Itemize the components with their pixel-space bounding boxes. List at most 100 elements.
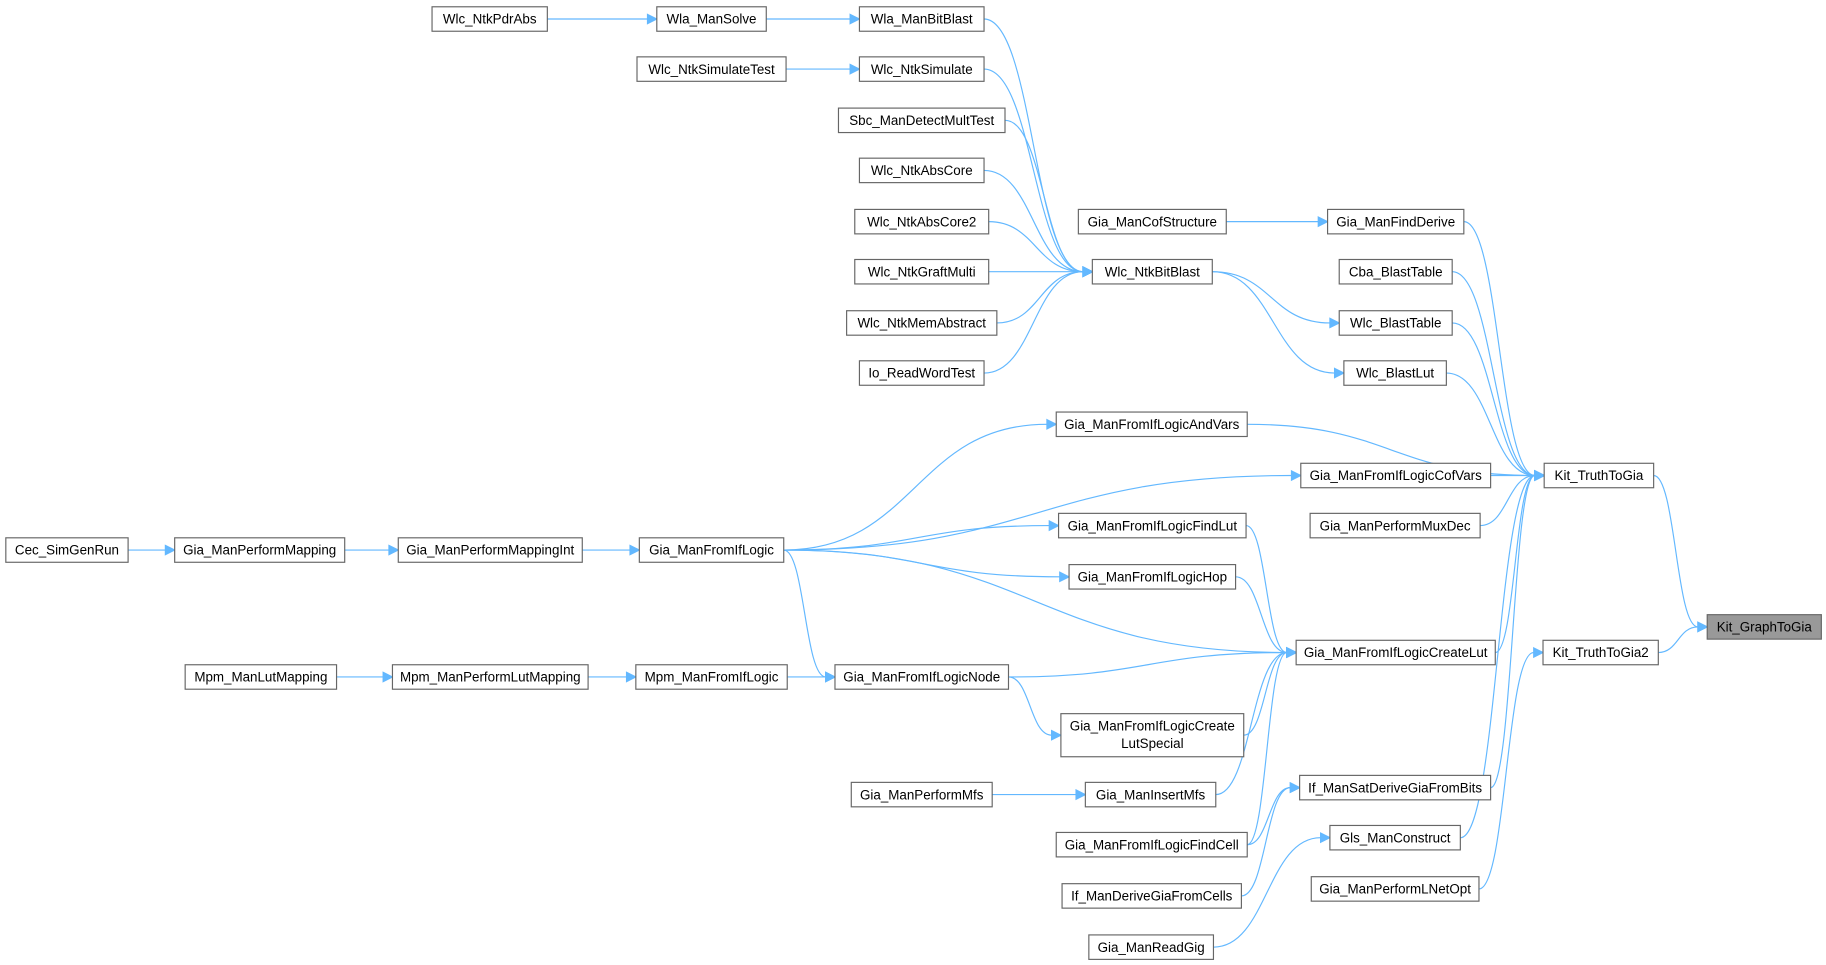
node-label: Gia_ManPerformLNetOpt (1319, 882, 1471, 897)
node-label: Kit_TruthToGia (1555, 468, 1644, 483)
node-kit-truthtogia[interactable]: Kit_TruthToGia (1543, 462, 1655, 489)
node-kit-graphtogia[interactable]: Kit_GraphToGia (1706, 614, 1822, 640)
node-box (1542, 639, 1659, 666)
edge-wlc-ntkabscore2-to-wlc-ntkbitblast (988, 221, 1094, 278)
edge-line (1463, 221, 1535, 477)
node-gia-manreadgig[interactable]: Gia_ManReadGig (1088, 934, 1215, 960)
node-gia-manfromiflogiccreatelut[interactable]: Gia_ManFromIfLogicCreateLut (1295, 639, 1496, 666)
node-gls-manconstruct[interactable]: Gls_ManConstruct (1329, 824, 1461, 851)
node-gia-manperformmuxdec[interactable]: Gia_ManPerformMuxDec (1309, 512, 1481, 539)
edge-line (984, 169, 1084, 273)
edge-mpm-manfromiflogic-to-gia-manfromiflogicnode (787, 671, 837, 683)
node-box (1091, 258, 1213, 285)
node-wlc-ntksimulate[interactable]: Wlc_NtkSimulate (858, 56, 985, 82)
node-gia-manperformmappingint[interactable]: Gia_ManPerformMappingInt (397, 537, 583, 563)
node-gia-mancofstructure[interactable]: Gia_ManCofStructure (1077, 208, 1227, 235)
edge-line (1446, 372, 1535, 477)
node-if-mansatderivegiafrombits[interactable]: If_ManSatDeriveGiaFromBits (1299, 774, 1492, 801)
edge-cba-blasttable-to-kit-truthtogia (1452, 271, 1546, 482)
edge-line (1212, 271, 1330, 324)
edge-gia-manperformmapping-to-gia-manperformmappingint (344, 544, 400, 556)
node-gia-manfromiflogicnode[interactable]: Gia_ManFromIfLogicNode (834, 664, 1010, 690)
node-io-readwordtest[interactable]: Io_ReadWordTest (858, 360, 985, 386)
node-label: Cba_BlastTable (1349, 264, 1443, 279)
node-label: Wlc_NtkGraftMulti (868, 264, 976, 279)
node-box (858, 6, 985, 32)
arrowhead-icon (1533, 646, 1545, 659)
node-kit-truthtogia2[interactable]: Kit_TruthToGia2 (1542, 639, 1659, 666)
node-wlc-ntkgraftmulti[interactable]: Wlc_NtkGraftMulti (854, 258, 990, 285)
node-box (1057, 512, 1247, 539)
node-wlc-ntkpdrabs[interactable]: Wlc_NtkPdrAbs (431, 6, 548, 32)
node-box (837, 107, 1006, 134)
node-label: Mpm_ManPerformLutMapping (400, 670, 581, 685)
node-mpm-manlutmapping[interactable]: Mpm_ManLutMapping (184, 664, 338, 690)
node-mpm-manfromiflogic[interactable]: Mpm_ManFromIfLogic (635, 664, 788, 690)
edge-line (1245, 525, 1288, 654)
node-box (1310, 876, 1480, 902)
node-wlc-ntkbitblast[interactable]: Wlc_NtkBitBlast (1091, 258, 1213, 285)
node-label: Wlc_BlastTable (1350, 316, 1441, 331)
edge-line (1246, 651, 1288, 846)
node-label: Gls_ManConstruct (1340, 830, 1451, 845)
node-mpm-manperformlutmapping[interactable]: Mpm_ManPerformLutMapping (391, 664, 589, 690)
arrowhead-icon (1290, 469, 1303, 482)
node-box (656, 6, 767, 32)
arrowhead-icon (1286, 646, 1298, 659)
node-gia-maninsertmfs[interactable]: Gia_ManInsertMfs (1084, 781, 1217, 808)
node-cba-blasttable[interactable]: Cba_BlastTable (1338, 258, 1453, 285)
edge-line (1243, 651, 1287, 736)
node-wlc-ntkabscore[interactable]: Wlc_NtkAbsCore (858, 157, 985, 184)
node-label: Wlc_NtkAbsCore2 (867, 214, 976, 229)
node-label: Gia_ManReadGig (1098, 940, 1205, 955)
node-gia-manfromiflogicandvars[interactable]: Gia_ManFromIfLogicAndVars (1055, 411, 1248, 438)
node-cec-simgenrun[interactable]: Cec_SimGenRun (5, 537, 129, 563)
node-label: Gia_ManFromIfLogic (649, 543, 774, 558)
node-wlc-ntksimulatetest[interactable]: Wlc_NtkSimulateTest (636, 56, 787, 82)
edge-line (1658, 626, 1698, 654)
arrowhead-icon (1046, 418, 1058, 430)
node-gia-manfindderive[interactable]: Gia_ManFindDerive (1326, 208, 1465, 235)
node-gia-manfromiflogic[interactable]: Gia_ManFromIfLogic (638, 537, 785, 563)
node-box (854, 258, 990, 285)
node-wlc-blastlut[interactable]: Wlc_BlastLut (1343, 360, 1447, 386)
edge-line (1490, 474, 1536, 789)
node-gia-manperformmapping[interactable]: Gia_ManPerformMapping (174, 537, 346, 563)
node-label-cont: LutSpecial (1121, 736, 1183, 751)
node-label: Gia_ManFromIfLogicCreateLut (1304, 645, 1488, 660)
node-box (391, 664, 589, 690)
node-if-manderivegiafromcells[interactable]: If_ManDeriveGiaFromCells (1061, 883, 1242, 909)
node-gia-manfromiflogiccofvars[interactable]: Gia_ManFromIfLogicCofVars (1300, 462, 1492, 489)
arrowhead-icon (1048, 519, 1060, 532)
edge-gia-manperformlnetopt-to-kit-truthtogia2 (1478, 646, 1545, 890)
node-sbc-mandetectmulttest[interactable]: Sbc_ManDetectMultTest (837, 107, 1006, 134)
node-gia-manfromiflogichop[interactable]: Gia_ManFromIfLogicHop (1068, 564, 1237, 590)
node-gia-manperformmfs[interactable]: Gia_ManPerformMfs (850, 781, 993, 808)
edge-gia-manperformmfs-to-gia-maninsertmfs (992, 788, 1087, 801)
edge-line (783, 549, 826, 678)
node-wlc-ntkmemabstract[interactable]: Wlc_NtkMemAbstract (846, 310, 998, 336)
arrowhead-icon (1317, 216, 1329, 228)
edge-gia-manfromiflogicfindcell-to-if-mansatderivegiafrombits (1247, 782, 1301, 846)
node-wla-manbitblast[interactable]: Wla_ManBitBlast (858, 6, 985, 32)
node-gia-manfromiflogicfindlut[interactable]: Gia_ManFromIfLogicFindLut (1057, 512, 1247, 539)
node-box (1084, 781, 1217, 808)
node-wlc-ntkabscore2[interactable]: Wlc_NtkAbsCore2 (854, 208, 990, 235)
edge-line (783, 549, 1287, 654)
node-wla-mansolve[interactable]: Wla_ManSolve (656, 6, 767, 32)
node-box (834, 664, 1010, 690)
edge-line (1241, 787, 1291, 897)
edge-line (1215, 651, 1287, 796)
node-label: Wlc_NtkSimulate (871, 62, 973, 77)
node-gia-manfromiflogicfindcell[interactable]: Gia_ManFromIfLogicFindCell (1055, 831, 1248, 858)
node-label: Gia_ManInsertMfs (1096, 787, 1206, 802)
edge-gia-manreadgig-to-gls-manconstruct (1213, 832, 1332, 948)
edge-line (1235, 576, 1287, 654)
node-gia-manperformlnetopt[interactable]: Gia_ManPerformLNetOpt (1310, 876, 1480, 902)
edge-line (783, 423, 1047, 551)
node-wlc-blasttable[interactable]: Wlc_BlastTable (1338, 310, 1453, 336)
node-box (5, 537, 129, 563)
node-box (636, 56, 787, 82)
node-label: Wlc_NtkMemAbstract (857, 316, 986, 331)
